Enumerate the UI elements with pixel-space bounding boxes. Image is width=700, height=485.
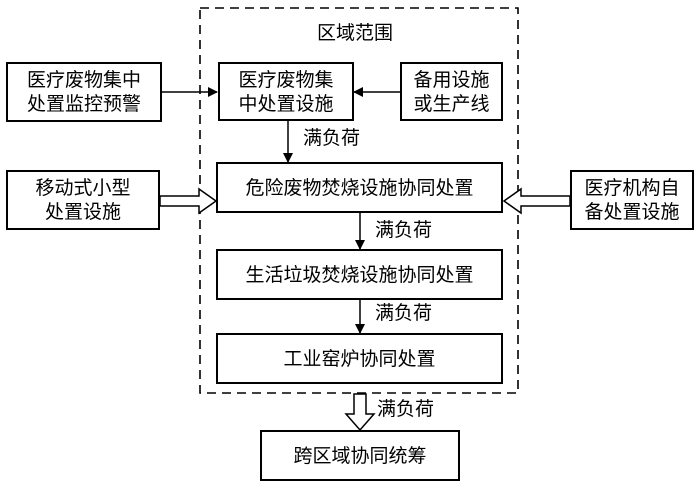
mobile-facility-box: 移动式小型 处置设施 [6, 170, 160, 230]
full-load-label-1: 满负荷 [303, 127, 361, 149]
monitoring-warning-line-1: 医疗废物集中 [26, 69, 141, 91]
cross-region-text: 跨区域协同统筹 [293, 444, 427, 467]
full-load-label-2: 满负荷 [375, 219, 433, 241]
backup-facility-line-1: 备用设施 [413, 68, 490, 91]
institution-facility-box: 医疗机构自 备处置设施 [570, 170, 694, 230]
industrial-kiln-text: 工业窑炉协同处置 [283, 347, 436, 370]
hazardous-incineration-box: 危险废物焚烧设施协同处置 [216, 162, 503, 213]
central-facility-line-1: 医疗废物集 [238, 68, 334, 91]
backup-facility-box: 备用设施 或生产线 [400, 62, 503, 121]
full-load-label-4: 满负荷 [377, 398, 435, 420]
monitoring-warning-box: 医疗废物集中 处置监控预警 [6, 62, 162, 122]
industrial-kiln-box: 工业窑炉协同处置 [216, 333, 503, 384]
domestic-incineration-text: 生活垃圾焚烧设施协同处置 [245, 263, 474, 286]
backup-facility-line-2: 或生产线 [413, 92, 490, 115]
hollow-arrow-institution-to-hazardous [502, 187, 571, 215]
mobile-facility-line-2: 处置设施 [44, 201, 121, 223]
institution-facility-line-2: 备处置设施 [584, 201, 680, 223]
full-load-label-3: 满负荷 [375, 302, 433, 324]
hollow-arrow-region-to-cross [344, 393, 376, 432]
hazardous-incineration-text: 危险废物焚烧设施协同处置 [245, 176, 474, 199]
central-facility-line-2: 中处置设施 [238, 92, 334, 115]
central-facility-box: 医疗废物集 中处置设施 [218, 62, 354, 121]
mobile-facility-line-1: 移动式小型 [35, 177, 131, 199]
monitoring-warning-line-2: 处置监控预警 [26, 93, 141, 115]
institution-facility-line-1: 医疗机构自 [584, 177, 680, 199]
cross-region-box: 跨区域协同统筹 [260, 430, 460, 481]
region-label: 区域范围 [317, 22, 394, 44]
hollow-arrow-mobile-to-hazardous [159, 187, 218, 215]
domestic-incineration-box: 生活垃圾焚烧设施协同处置 [216, 249, 503, 300]
